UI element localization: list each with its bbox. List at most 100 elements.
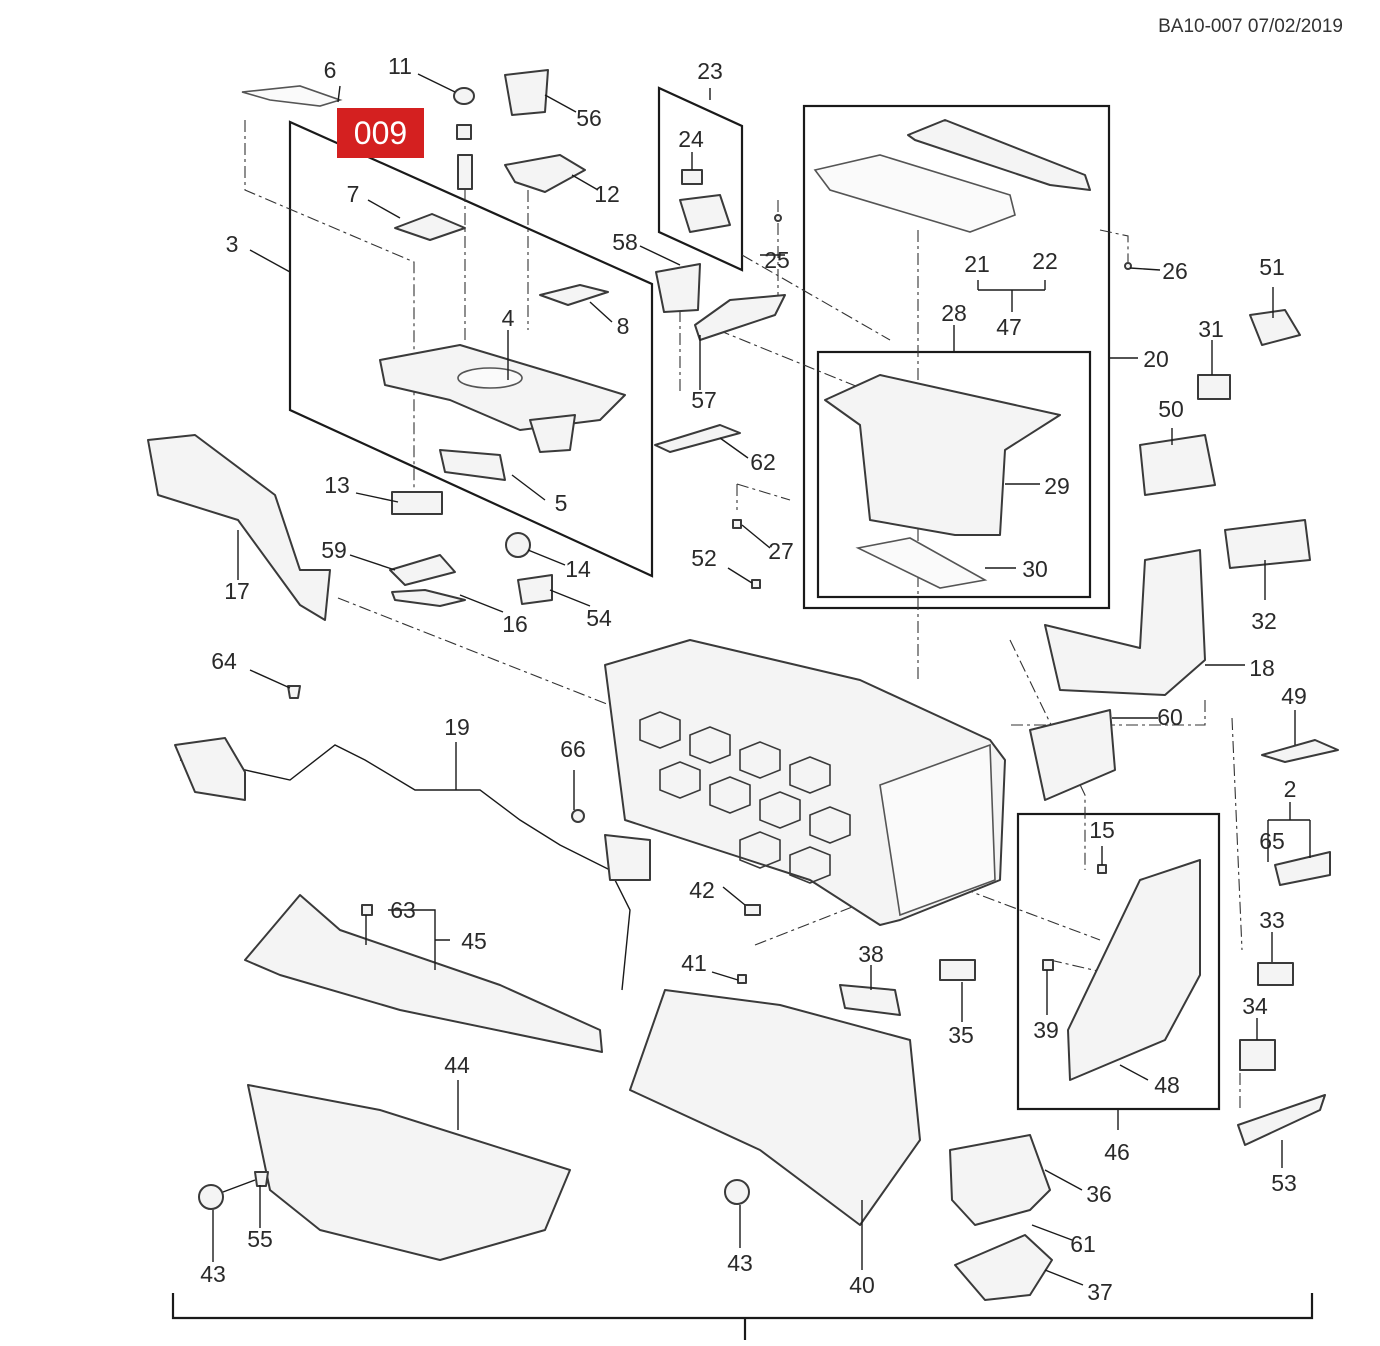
callout-label[interactable]: 37: [1087, 1279, 1113, 1305]
callout-label[interactable]: 61: [1070, 1231, 1096, 1257]
part-13-module: [391, 491, 443, 515]
callout-label[interactable]: 58: [612, 229, 638, 255]
part-43-cap-right: [724, 1179, 750, 1205]
callout-label[interactable]: 60: [1157, 704, 1183, 730]
part-49-pad: [1261, 739, 1339, 763]
part-18-duct: [1044, 549, 1206, 696]
callout-label[interactable]: 4: [502, 305, 515, 331]
part-34-outlet: [1239, 1039, 1276, 1071]
callout-label[interactable]: 43: [200, 1261, 226, 1287]
callout-label[interactable]: 52: [691, 545, 717, 571]
part-30-liner: [855, 537, 988, 589]
part-11-module: [457, 154, 473, 190]
part-37-bracket: [954, 1234, 1053, 1301]
callout-label[interactable]: 15: [1089, 817, 1115, 843]
callout-label[interactable]: 12: [594, 181, 620, 207]
part-16-harness: [391, 589, 466, 607]
callout-label[interactable]: 13: [324, 472, 350, 498]
part-44-left-panel: [247, 1084, 571, 1261]
callout-label[interactable]: 51: [1259, 254, 1285, 280]
callout-label[interactable]: 57: [691, 387, 717, 413]
part-59-bracket: [389, 554, 456, 586]
callout-label[interactable]: 30: [1022, 556, 1048, 582]
callout-label[interactable]: 27: [768, 538, 794, 564]
callout-label[interactable]: 2: [1284, 776, 1297, 802]
callout-label[interactable]: 65: [1259, 828, 1285, 854]
callout-label[interactable]: 17: [224, 578, 250, 604]
callout-label[interactable]: 33: [1259, 907, 1285, 933]
callout-label[interactable]: 3: [226, 231, 239, 257]
callout-label[interactable]: 18: [1249, 655, 1275, 681]
part-56-cup-sleeve: [504, 69, 549, 116]
callout-label[interactable]: 35: [948, 1022, 974, 1048]
part-21-lid-pad: [813, 154, 1016, 233]
highlight-badge-label[interactable]: 009: [354, 115, 407, 151]
callout-label[interactable]: 34: [1242, 993, 1268, 1019]
part-51-module: [1249, 309, 1301, 346]
callout-label[interactable]: 24: [678, 126, 704, 152]
part-45-trim-panel: [244, 894, 603, 1053]
callout-label[interactable]: 63: [390, 897, 416, 923]
part-54-bracket: [517, 574, 553, 605]
highlight-badge-box[interactable]: [337, 108, 424, 158]
frame-23-group: [657, 86, 744, 272]
callout-label[interactable]: 66: [560, 736, 586, 762]
callout-label[interactable]: 39: [1033, 1017, 1059, 1043]
callout-label[interactable]: 62: [750, 449, 776, 475]
callout-label[interactable]: 21: [964, 251, 990, 277]
part-50-handle: [1139, 434, 1216, 496]
callout-label[interactable]: 50: [1158, 396, 1184, 422]
callout-label[interactable]: 59: [321, 537, 347, 563]
callout-label[interactable]: 23: [697, 58, 723, 84]
callout-label[interactable]: 7: [347, 181, 360, 207]
part-43-cap-left: [198, 1184, 224, 1210]
callout-label[interactable]: 48: [1154, 1072, 1180, 1098]
callout-label[interactable]: 22: [1032, 248, 1058, 274]
group-frames: [171, 86, 1314, 1340]
callout-label[interactable]: 38: [858, 941, 884, 967]
part-11-socket: [456, 124, 472, 140]
part-7-ring: [394, 213, 466, 241]
callout-label[interactable]: 64: [211, 648, 237, 674]
callout-label[interactable]: 56: [576, 105, 602, 131]
callout-label[interactable]: 31: [1198, 316, 1224, 342]
callout-label[interactable]: 29: [1044, 473, 1070, 499]
callout-label[interactable]: 28: [941, 300, 967, 326]
part-5-bracket: [439, 449, 506, 481]
callout-label[interactable]: 32: [1251, 608, 1277, 634]
callout-label[interactable]: 41: [681, 950, 707, 976]
callout-label[interactable]: 42: [689, 877, 715, 903]
assembly-bracket: [171, 1293, 1314, 1340]
callout-label[interactable]: 11: [388, 53, 412, 79]
callout-label[interactable]: 46: [1104, 1139, 1130, 1165]
callout-label[interactable]: 55: [247, 1226, 273, 1252]
callout-label[interactable]: 19: [444, 714, 470, 740]
callout-label[interactable]: 8: [617, 313, 630, 339]
callout-label[interactable]: 40: [849, 1272, 875, 1298]
highlight-badge[interactable]: 009: [337, 108, 424, 158]
callout-label[interactable]: 45: [461, 928, 487, 954]
callout-label[interactable]: 25: [764, 247, 790, 273]
callout-label[interactable]: 47: [996, 314, 1022, 340]
part-31-switch: [1197, 374, 1231, 400]
callout-label[interactable]: 26: [1162, 258, 1188, 284]
callout-label[interactable]: 36: [1086, 1181, 1112, 1207]
callout-label[interactable]: 16: [502, 611, 528, 637]
callout-label[interactable]: 49: [1281, 683, 1307, 709]
callout-label[interactable]: 5: [555, 490, 568, 516]
part-17-duct: [147, 434, 331, 621]
callout-label[interactable]: 54: [586, 605, 612, 631]
part-40-right-panel: [629, 989, 921, 1226]
callout-label[interactable]: 14: [565, 556, 591, 582]
frame-cupholder-group: [288, 120, 654, 578]
part-6-trim-strip: [241, 85, 343, 107]
callout-label[interactable]: 43: [727, 1250, 753, 1276]
callout-label[interactable]: 20: [1143, 346, 1169, 372]
callout-label[interactable]: 6: [324, 57, 337, 83]
part-36-bracket: [949, 1134, 1051, 1226]
carrier-honeycomb: [639, 711, 851, 884]
callout-label[interactable]: 44: [444, 1052, 470, 1078]
part-24-switch: [679, 194, 731, 233]
callout-label[interactable]: 53: [1271, 1170, 1297, 1196]
